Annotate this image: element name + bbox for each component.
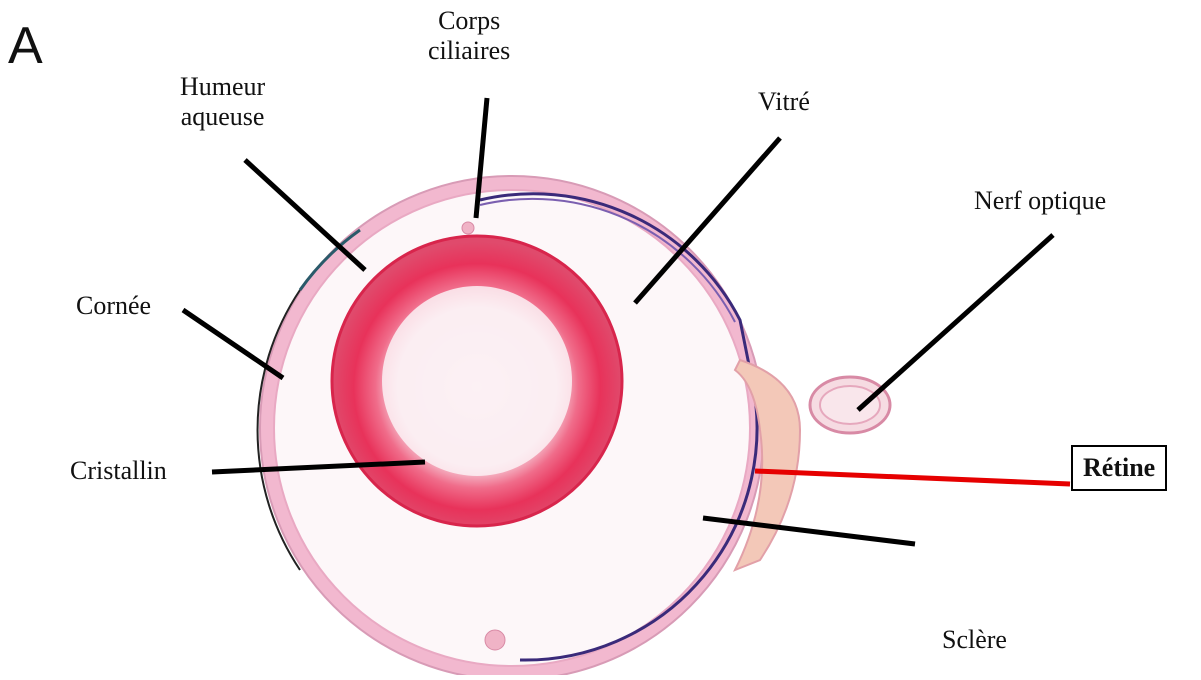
optic-nerve (810, 377, 890, 433)
label-nerf-optique: Nerf optique (974, 186, 1106, 216)
lens (332, 236, 622, 526)
label-vitre: Vitré (758, 87, 810, 117)
label-cristallin: Cristallin (70, 456, 167, 486)
leader-retine (755, 471, 1070, 484)
label-corps-ciliaires: Corps ciliaires (428, 6, 510, 66)
label-humeur-aqueuse: Humeur aqueuse (180, 72, 265, 132)
leader-humeur-aqueuse (245, 160, 365, 270)
panel-letter: A (8, 18, 43, 74)
leader-cornee (183, 310, 283, 378)
label-retine: Rétine (1071, 445, 1167, 491)
label-cornee: Cornée (76, 291, 151, 321)
label-sclere: Sclère (942, 625, 1007, 655)
leader-nerf-optique (858, 235, 1053, 410)
